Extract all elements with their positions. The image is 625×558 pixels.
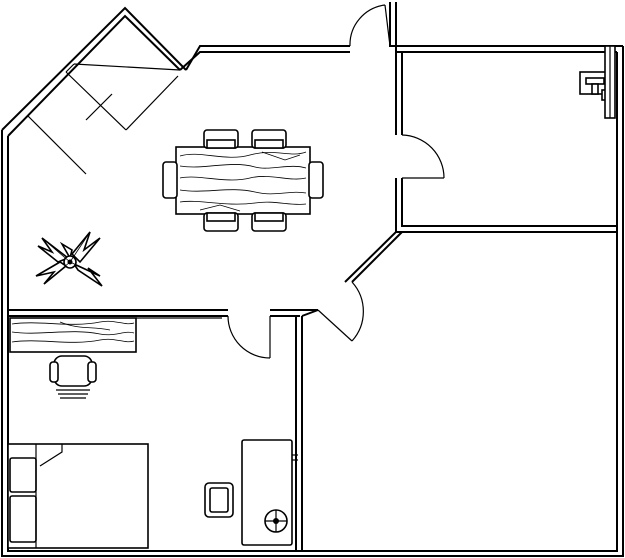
interior-walls [8,52,617,551]
pillow [9,495,37,543]
office-chair [49,355,97,399]
dining-chair [162,161,178,199]
bed [7,443,149,549]
dining-table [175,146,311,215]
side-table [241,439,298,546]
dining-chair [251,129,287,149]
armchair [204,482,234,518]
dining-chair [308,161,324,199]
pillow [9,457,37,493]
door-corner-room[interactable] [401,134,445,179]
potted-plant [35,231,103,287]
door-bedroom[interactable] [227,315,271,359]
dining-chair [203,129,239,149]
dining-chair [251,212,287,232]
dining-chair [203,212,239,232]
wooden-desk [9,317,222,353]
entry-door[interactable] [349,4,391,47]
window-right [604,45,616,119]
door-large-room[interactable] [317,281,364,342]
built-in-closet [27,15,181,175]
wall-fixture [579,71,611,101]
